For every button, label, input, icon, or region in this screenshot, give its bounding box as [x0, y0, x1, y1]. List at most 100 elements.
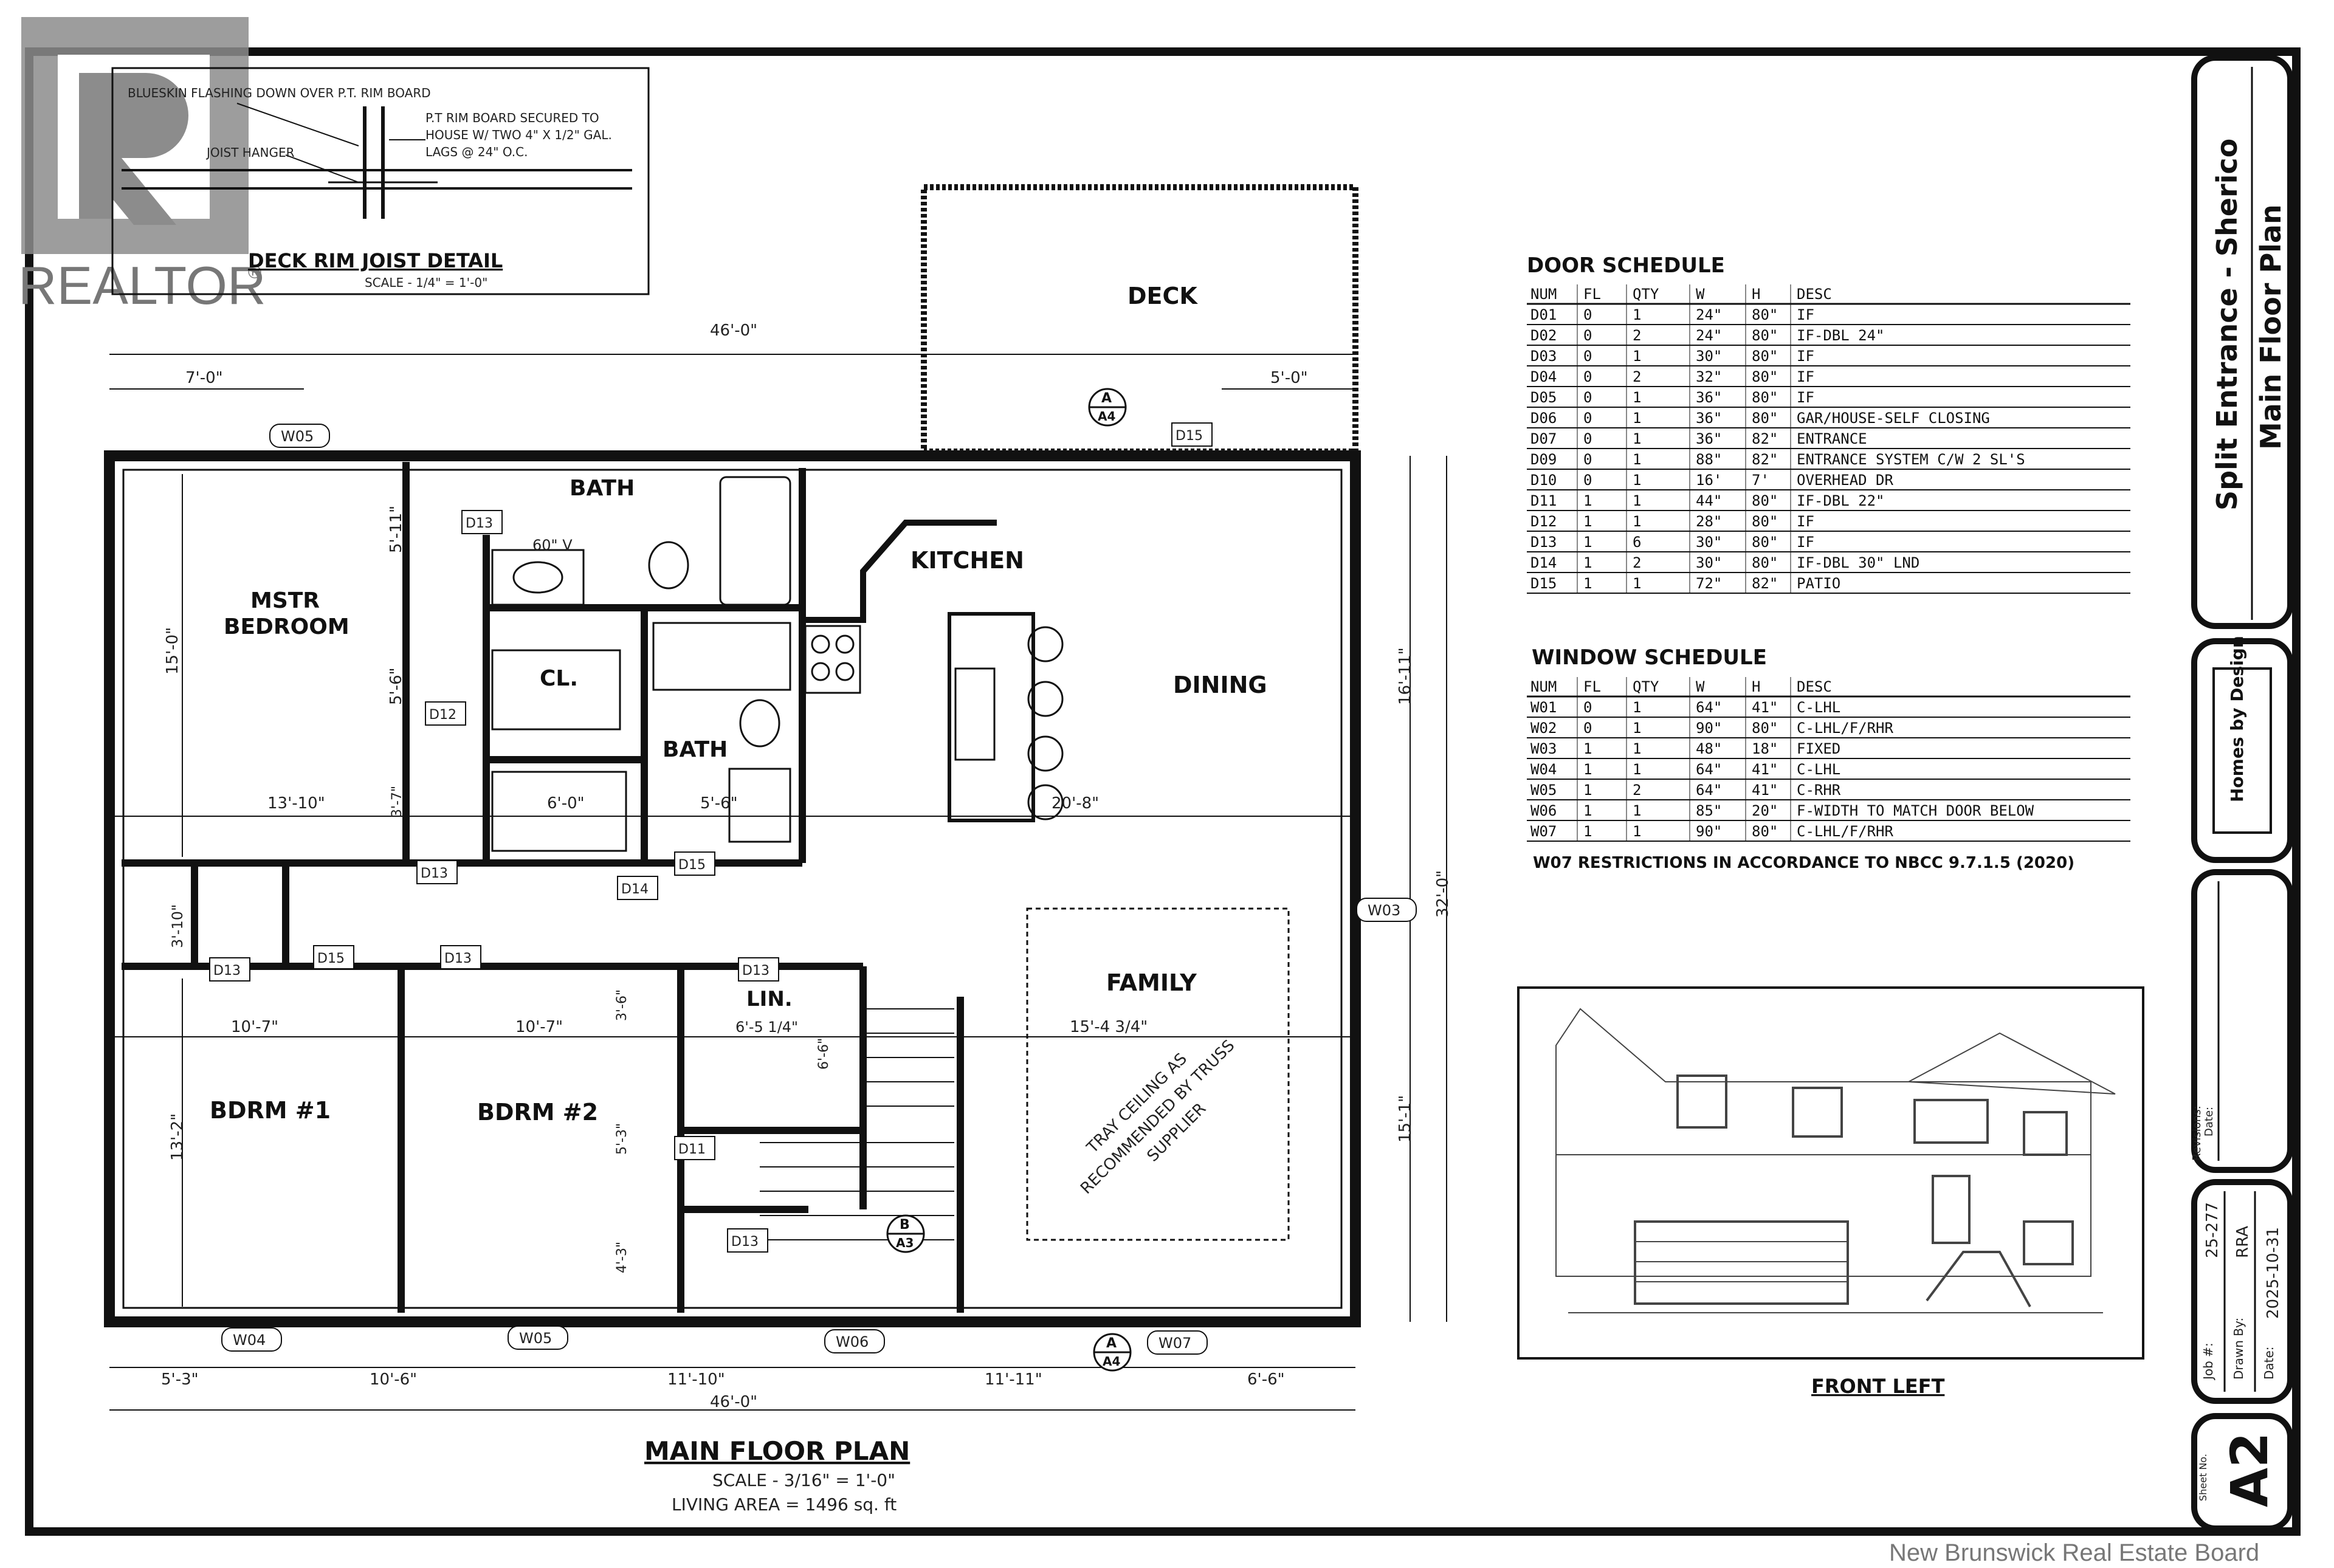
toilet-upper-icon: [648, 541, 689, 590]
door-schedule-cell: D07: [1530, 430, 1557, 447]
door-schedule-cell: D14: [1530, 554, 1557, 571]
dim-right-overall: 32'-0": [1434, 870, 1452, 918]
window-schedule-cell: 64": [1696, 699, 1722, 716]
section-marker-a-bottom: A A4: [1093, 1333, 1132, 1372]
window-schedule-cell: 2: [1633, 782, 1641, 799]
range-icon: [804, 625, 861, 694]
window-schedule-header-desc: DESC: [1797, 678, 1832, 695]
door-schedule-cell: 1: [1633, 348, 1641, 365]
door-schedule-cell: 80": [1752, 534, 1778, 551]
dim-linen-width: 6'-5 1/4": [735, 1019, 798, 1036]
door-schedule-cell: 0: [1583, 368, 1592, 385]
door-schedule-cell: IF: [1797, 534, 1814, 551]
window-schedule-cell: 41": [1752, 761, 1778, 778]
kitchen-counter: [802, 520, 997, 623]
dim-small-height: 3'-7": [390, 786, 405, 817]
door-schedule-cell: 1: [1583, 492, 1592, 509]
door-schedule-cell: 6: [1633, 534, 1641, 551]
window-schedule-cell: 1: [1633, 720, 1641, 737]
dim-bdrm2-width: 10'-7": [515, 1018, 563, 1036]
door-schedule-cell: 1: [1583, 513, 1592, 530]
tag-d12: D12: [429, 707, 456, 723]
dimension-gridlines: [109, 816, 1355, 1037]
window-schedule-header-h: H: [1752, 678, 1760, 695]
window-schedule-cell: 1: [1583, 740, 1592, 757]
door-schedule-cell: 0: [1583, 430, 1592, 447]
room-bdrm-1: BDRM #1: [210, 1097, 331, 1124]
window-schedule-cell: 85": [1696, 802, 1722, 819]
tag-d13-stair: D13: [731, 1234, 759, 1250]
door-schedule-cell: IF: [1797, 368, 1814, 385]
window-schedule-cell: 1: [1583, 802, 1592, 819]
room-mstr-2: BEDROOM: [224, 614, 349, 639]
door-schedule-cell: 0: [1583, 389, 1592, 406]
window-schedule-cell: FIXED: [1797, 740, 1840, 757]
plan-scale: SCALE - 3/16" = 1'-0": [712, 1470, 895, 1490]
door-schedule-cell: 24": [1696, 327, 1722, 344]
door-schedule-cell: IF: [1797, 306, 1814, 323]
window-schedule-cell: W02: [1530, 720, 1557, 737]
door-schedule-cell: 82": [1752, 575, 1778, 592]
registered-mark: ®: [248, 263, 261, 283]
window-schedule-cell: C-LHL: [1797, 699, 1840, 716]
tub-lower-icon: [652, 622, 791, 691]
window-schedule-note: W07 RESTRICTIONS IN ACCORDANCE TO NBCC 9…: [1533, 854, 2074, 872]
deck-outline: [921, 184, 1358, 455]
section-marker-a-top: A A4: [1088, 388, 1127, 427]
door-schedule-cell: D11: [1530, 492, 1557, 509]
window-schedule-cell: 1: [1633, 740, 1641, 757]
stairs: [760, 1008, 954, 1240]
tag-d14: D14: [621, 882, 649, 897]
dim-stair-height: 6'-6": [816, 1038, 831, 1070]
window-schedule-cell: 64": [1696, 761, 1722, 778]
room-dining: DINING: [1173, 672, 1267, 698]
door-schedule-cell: 36": [1696, 389, 1722, 406]
door-schedule-cell: ENTRANCE SYSTEM C/W 2 SL'S: [1797, 451, 2025, 468]
door-schedule-cell: 0: [1583, 348, 1592, 365]
door-schedule-header-num: NUM: [1530, 286, 1557, 303]
window-schedule-cell: W03: [1530, 740, 1557, 757]
door-schedule-cell: 80": [1752, 306, 1778, 323]
tag-d11: D11: [678, 1142, 706, 1157]
dim-closet-height: 5'-6": [387, 667, 405, 705]
dim-mstr-height: 15'-0": [164, 627, 182, 675]
door-schedule-cell: 0: [1583, 472, 1592, 489]
window-schedule-cell: W01: [1530, 699, 1557, 716]
sheet-border: [25, 47, 2301, 1536]
window-schedule-cell: W06: [1530, 802, 1557, 819]
door-schedule-cell: IF: [1797, 389, 1814, 406]
dim-bottom-4: 11'-11": [985, 1370, 1042, 1389]
door-schedule-cell: D09: [1530, 451, 1557, 468]
door-schedule-cell: 88": [1696, 451, 1722, 468]
tag-w05-top: W05: [281, 428, 314, 445]
door-schedule-cell: 0: [1583, 327, 1592, 344]
window-schedule-cell: W07: [1530, 823, 1557, 840]
window-schedule-header-num: NUM: [1530, 678, 1557, 695]
svg-text:B: B: [900, 1217, 910, 1233]
detail-scale: SCALE - 1/4" = 1'-0": [365, 275, 487, 290]
dim-right-upper: 16'-11": [1396, 647, 1414, 705]
detail-note-hanger: JOIST HANGER: [205, 145, 295, 160]
dim-hall-height: 3'-10": [169, 904, 186, 948]
tag-d13-hall: D13: [421, 866, 448, 881]
svg-text:RECOMMENDED BY TRUSS: RECOMMENDED BY TRUSS: [1077, 1037, 1238, 1198]
sink-lower-icon: [728, 768, 791, 843]
dim-bottom-5: 6'-6": [1247, 1370, 1285, 1389]
sheet-no-label: Sheet No.: [2197, 1454, 2209, 1501]
sheet-name: Main Floor Plan: [2254, 204, 2287, 450]
date-label: Date:: [2203, 1107, 2215, 1136]
window-schedule-cell: 80": [1752, 720, 1778, 737]
issue-date: 2025-10-31: [2264, 1227, 2282, 1319]
dim-top-left: 7'-0": [185, 369, 223, 387]
door-schedule-cell: 28": [1696, 513, 1722, 530]
door-schedule-cell: 30": [1696, 534, 1722, 551]
room-family: FAMILY: [1106, 969, 1197, 996]
dim-bottom-3: 11'-10": [667, 1370, 725, 1389]
door-schedule-cell: IF: [1797, 513, 1814, 530]
door-schedule-header-desc: DESC: [1797, 286, 1832, 303]
door-schedule-cell: 72": [1696, 575, 1722, 592]
drawn-label: Drawn By:: [2231, 1318, 2246, 1380]
dim-mstr-width: 13'-10": [267, 794, 325, 813]
window-schedule-cell: C-LHL/F/RHR: [1797, 720, 1893, 737]
window-schedule-header-fl: FL: [1583, 678, 1601, 695]
